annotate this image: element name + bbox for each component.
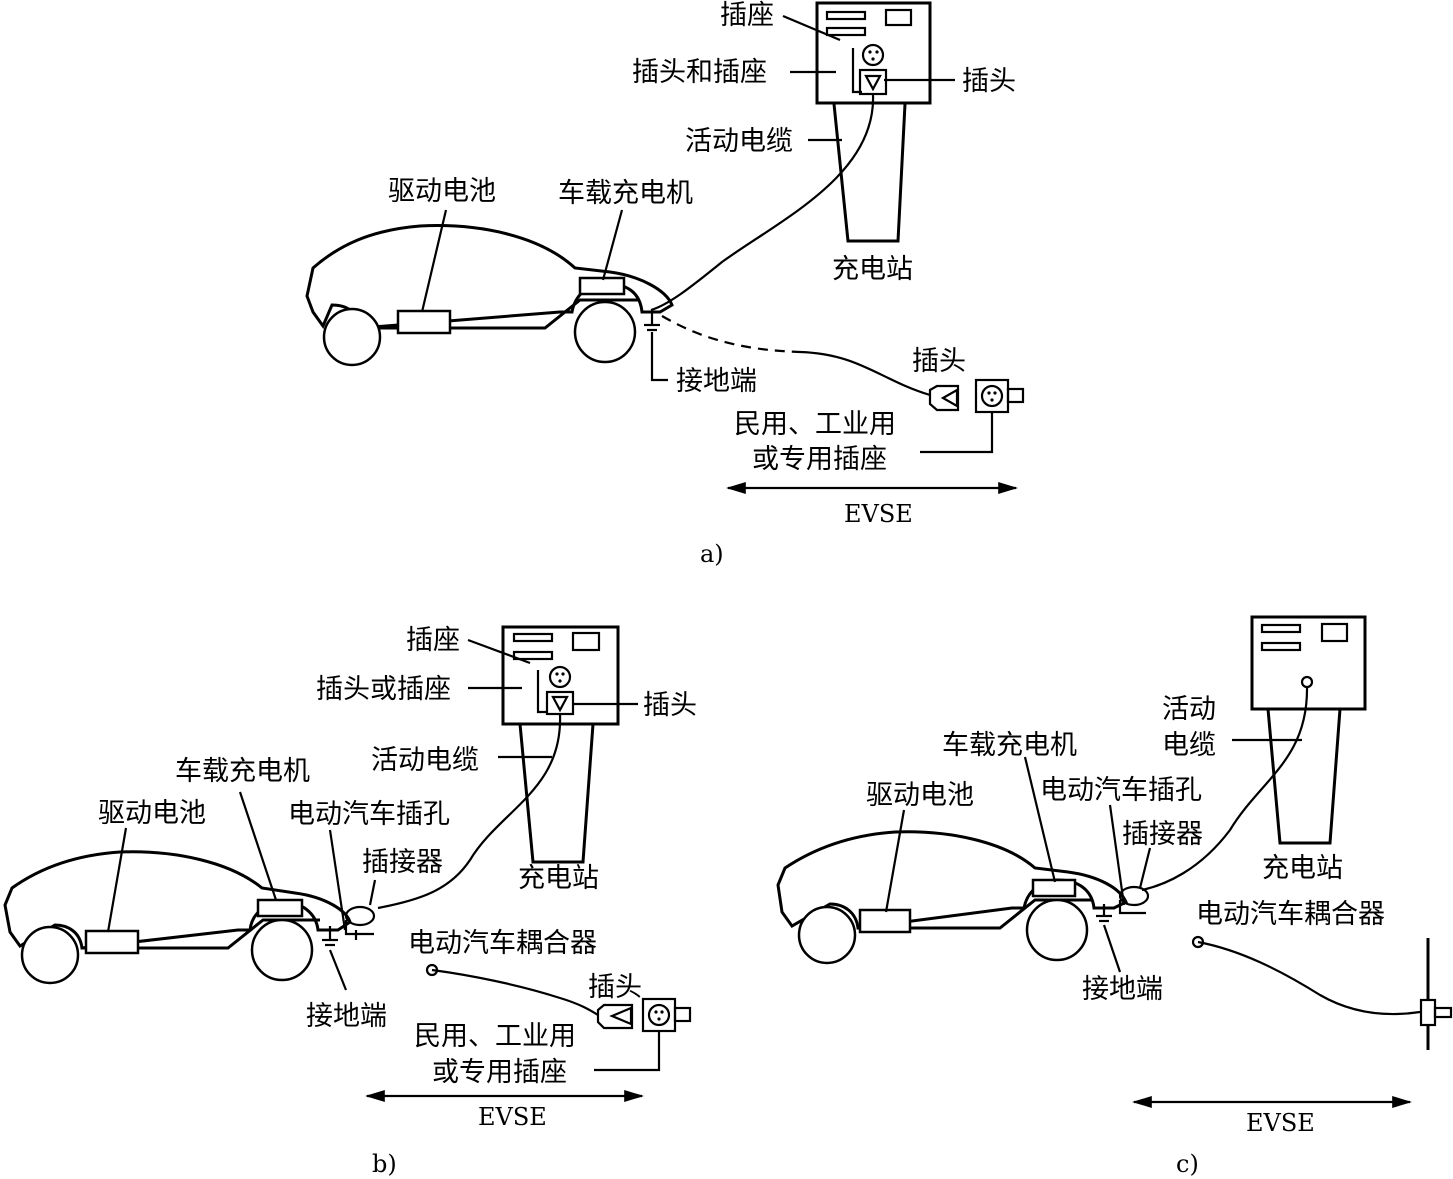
label-cable-a: 活动电缆 — [685, 126, 793, 157]
label-station-c: 充电站 — [1262, 853, 1343, 884]
label-outlet-line2-b: 或专用插座 — [432, 1057, 567, 1088]
cable-a — [650, 94, 875, 312]
caption-c: c) — [1176, 1150, 1199, 1178]
label-plug-b: 插头 — [643, 690, 697, 721]
ground-symbol-b — [322, 926, 338, 947]
caption-a: a) — [700, 540, 724, 568]
panel-c: 活动 电缆 车载充电机 驱动电池 电动汽车插孔 插接器 充电站 电动汽车耦合器 … — [776, 615, 1453, 1178]
charging-station-b — [501, 625, 620, 864]
car-a — [305, 224, 674, 367]
caption-b: b) — [372, 1150, 397, 1178]
label-outlet-line1-b: 民用、工业用 — [414, 1021, 576, 1052]
dashed-cable-a — [661, 315, 801, 354]
label-charger-a: 车载充电机 — [558, 178, 693, 209]
panel-b: 插座 插头或插座 插头 活动电缆 车载充电机 驱动电池 电动汽车插孔 插接器 充… — [3, 625, 697, 1178]
plug-b — [596, 997, 692, 1033]
label-inlet-c: 电动汽车插孔 — [1040, 775, 1202, 806]
connector-b — [344, 905, 376, 940]
label-evse-a: EVSE — [844, 500, 913, 528]
cable-to-plug-a — [799, 350, 931, 397]
label-ground-c: 接地端 — [1082, 974, 1163, 1005]
charging-station-a — [815, 1, 932, 243]
label-plug2-a: 插头 — [912, 346, 966, 377]
label-coupler-b: 电动汽车耦合器 — [408, 928, 597, 959]
label-battery-c: 驱动电池 — [866, 780, 974, 811]
charging-station-c — [1250, 615, 1367, 845]
label-cable-line1-c: 活动 — [1162, 694, 1216, 725]
label-connector-c: 插接器 — [1122, 819, 1203, 850]
cable-b — [377, 713, 562, 910]
ground-symbol-a — [644, 310, 660, 332]
label-battery-a: 驱动电池 — [388, 176, 496, 207]
label-coupler-c: 电动汽车耦合器 — [1196, 899, 1385, 930]
label-evse-b: EVSE — [478, 1103, 547, 1131]
label-socket-a: 插座 — [720, 0, 774, 31]
label-battery-b: 驱动电池 — [98, 798, 206, 829]
label-plug-or-socket-b: 插头或插座 — [316, 674, 451, 705]
coupler-cable-c — [1197, 940, 1421, 1016]
coupler-cable-b — [431, 968, 599, 1016]
label-ground-a: 接地端 — [676, 366, 757, 397]
label-cable-b: 活动电缆 — [371, 745, 479, 776]
label-cable-line2-c: 电缆 — [1162, 730, 1216, 761]
plug-a — [928, 378, 1025, 414]
label-connector-b: 插接器 — [362, 847, 443, 878]
label-socket-b: 插座 — [406, 625, 460, 656]
coupler-c — [1419, 938, 1453, 1050]
label-station-b: 充电站 — [518, 863, 599, 894]
label-station-a: 充电站 — [832, 254, 913, 285]
label-plug-and-socket-a: 插头和插座 — [632, 57, 767, 88]
label-charger-b: 车载充电机 — [175, 756, 310, 787]
ground-symbol-c — [1096, 904, 1112, 923]
label-ground-b: 接地端 — [306, 1001, 387, 1032]
label-outlet-line1-a: 民用、工业用 — [734, 409, 896, 440]
car-b — [3, 850, 352, 985]
panel-a: 插座 插头和插座 插头 活动电缆 驱动电池 车载充电机 充电站 插头 接地端 民… — [305, 0, 1025, 568]
label-outlet-line2-a: 或专用插座 — [752, 444, 887, 475]
cable-c — [1141, 686, 1309, 892]
connector-c — [1118, 885, 1150, 915]
car-c — [776, 830, 1128, 965]
label-charger-c: 车载充电机 — [942, 730, 1077, 761]
label-evse-c: EVSE — [1246, 1109, 1315, 1137]
label-inlet-b: 电动汽车插孔 — [288, 799, 450, 830]
label-plug2-b: 插头 — [588, 972, 642, 1003]
label-plug-a: 插头 — [962, 66, 1016, 97]
